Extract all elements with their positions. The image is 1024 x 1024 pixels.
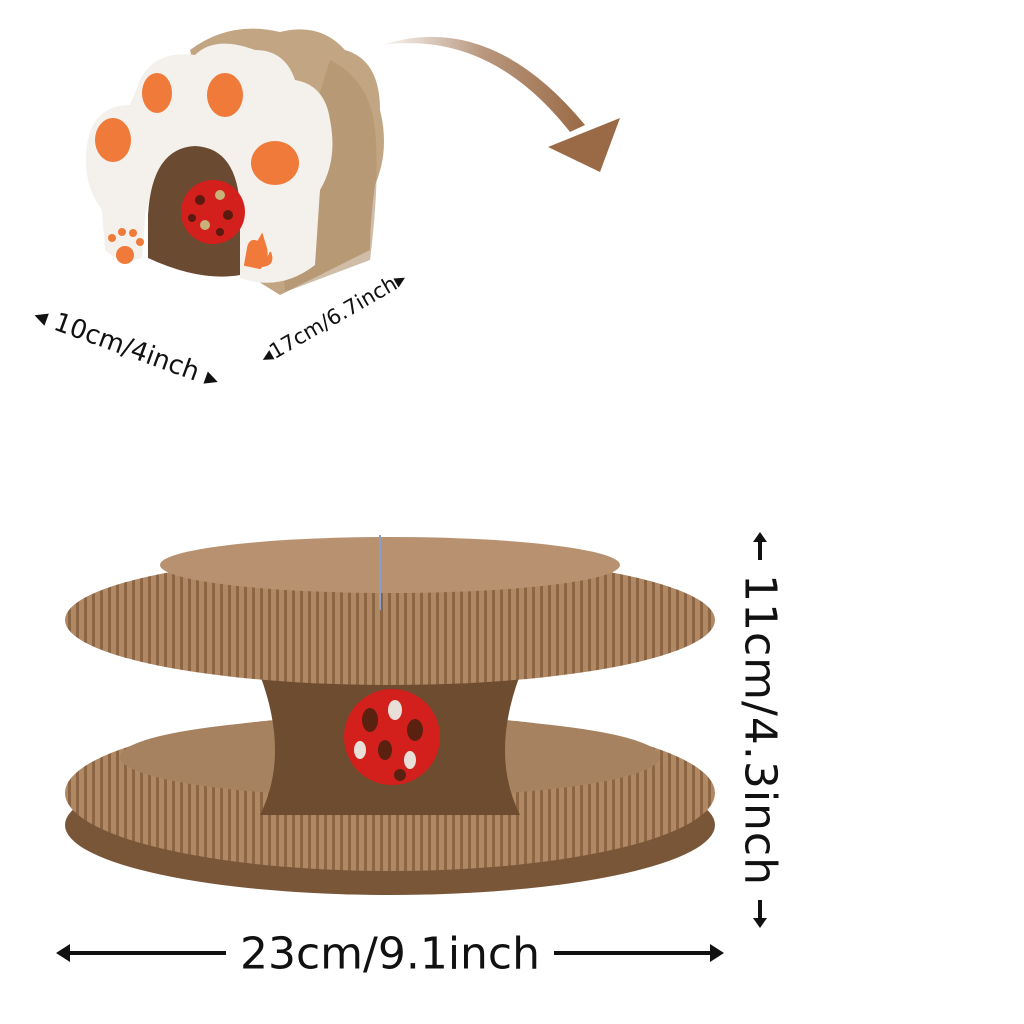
arrow-down-icon bbox=[753, 900, 767, 928]
folded-paw-scratcher-image bbox=[80, 20, 400, 300]
expanded-ring-scratcher-image bbox=[60, 525, 720, 905]
arrow-left-icon: ◂ bbox=[29, 300, 53, 333]
small-width-text: 10cm/4inch bbox=[49, 307, 204, 388]
height-dimension-label: 11cm/4.3inch bbox=[720, 520, 800, 940]
curved-arrow-icon bbox=[370, 20, 640, 190]
small-width-dimension-label: ◂ 10cm/4inch ▸ bbox=[30, 300, 224, 395]
paw-box-icon bbox=[85, 28, 384, 295]
arrow-right-icon: ▸ bbox=[200, 362, 224, 395]
ring-scratcher-icon bbox=[65, 535, 715, 895]
width-text: 23cm/9.1inch bbox=[225, 928, 555, 980]
arrow-up-icon bbox=[753, 532, 767, 560]
height-text: 11cm/4.3inch bbox=[734, 573, 786, 887]
width-dimension-label: 23cm/9.1inch bbox=[40, 920, 740, 990]
